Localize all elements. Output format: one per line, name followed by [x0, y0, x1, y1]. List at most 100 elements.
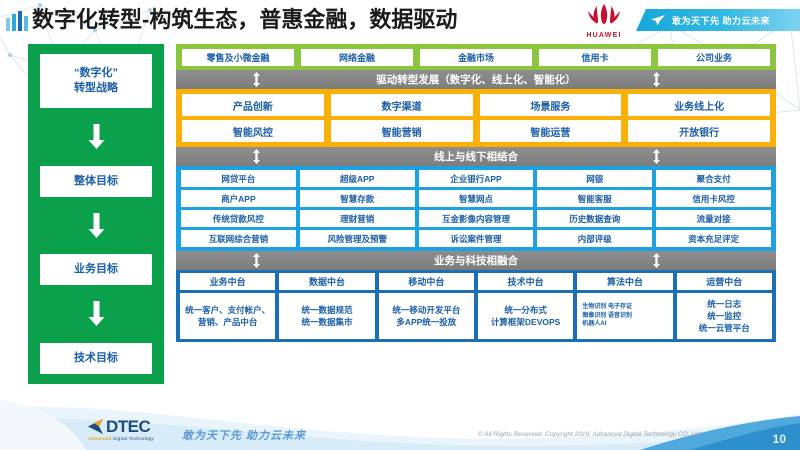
app-smart-deposit[interactable]: 智慧存款 [299, 190, 415, 207]
goal-box-business[interactable]: 业务目标 [40, 254, 152, 286]
app-merchant-app[interactable]: 商户APP [181, 190, 296, 207]
slide-footer: DTEC Advanced Digital Technology 敢为天下先 助… [0, 400, 800, 450]
section-bar-business-tech-fusion: 业务与科技相融合 [176, 251, 776, 270]
platform-title: 算法中台 [577, 273, 673, 290]
app-aggregate-pay[interactable]: 聚合支付 [656, 170, 771, 187]
platform-title: 业务中台 [180, 273, 276, 290]
app-capital-adequacy[interactable]: 资本充足评定 [656, 230, 771, 247]
app-row: 传统贷款风控 理财营销 互金影像内容管理 历史数据查询 流量对接 [181, 210, 771, 227]
dtec-tagline: Advanced Digital Technology [88, 436, 174, 442]
goal-box-strategy[interactable]: “数字化” 转型战略 [40, 54, 152, 108]
dtec-logo: DTEC Advanced Digital Technology [88, 418, 174, 444]
app-internal-rating[interactable]: 内部评级 [537, 230, 653, 247]
double-arrow-vertical-icon [652, 72, 661, 90]
section-bar-drive-transformation: 驱动转型发展（数字化、线上化、智能化） [176, 70, 776, 89]
double-arrow-vertical-icon [652, 253, 661, 271]
platform-detail: 统一客户、支付帐户、营销、产品中台 [180, 293, 276, 339]
dtec-tagline-rest: Digital Technology [111, 436, 154, 441]
middle-platform-operation[interactable]: 运营中台 统一日志 统一监控 统一云管平台 [676, 273, 772, 339]
platform-title: 技术中台 [477, 273, 574, 290]
app-row: 商户APP 智慧存款 智慧网点 智能客服 信用卡风控 [181, 190, 771, 207]
app-smart-branch[interactable]: 智慧网点 [418, 190, 534, 207]
goal-box-overall[interactable]: 整体目标 [40, 165, 152, 197]
dtec-name: DTEC [106, 417, 151, 436]
capability-scenario-service[interactable]: 场景服务 [479, 94, 622, 116]
app-online-lending[interactable]: 网贷平台 [181, 170, 296, 187]
platform-detail: 统一数据规范 统一数据集市 [279, 293, 375, 339]
business-line-market[interactable]: 金融市场 [420, 48, 532, 66]
middle-platform-mobile[interactable]: 移动中台 统一移动开发平台 多APP统一投放 [378, 273, 474, 339]
platform-detail: 统一移动开发平台 多APP统一投放 [378, 293, 474, 339]
business-line-internet[interactable]: 网络金融 [301, 48, 413, 66]
platform-title: 运营中台 [676, 273, 772, 290]
platform-title: 数据中台 [279, 273, 375, 290]
platform-detail: 统一分布式 计算框架DEVOPS [477, 293, 574, 339]
down-arrow-icon [88, 285, 105, 343]
app-litigation-case[interactable]: 诉讼案件管理 [418, 230, 534, 247]
app-traditional-loan-risk[interactable]: 传统贷款风控 [181, 210, 296, 227]
double-arrow-vertical-icon [252, 253, 261, 271]
section-title-business-tech-fusion: 业务与科技相融合 [434, 255, 518, 267]
business-line-retail[interactable]: 零售及小微金融 [182, 48, 294, 66]
business-lines-band: 零售及小微金融 网络金融 金融市场 信用卡 公司业务 [176, 44, 776, 70]
transformation-capabilities-block: 产品创新 数字渠道 场景服务 业务线上化 智能风控 智能营销 智能运营 开放银行 [176, 89, 776, 147]
app-internet-marketing[interactable]: 互联网综合营销 [181, 230, 296, 247]
huawei-wordmark: HUAWEI [586, 32, 622, 39]
section-bar-online-offline: 线上与线下相结合 [176, 147, 776, 166]
app-online-bank[interactable]: 网银 [537, 170, 653, 187]
capability-open-banking[interactable]: 开放银行 [628, 120, 770, 142]
business-line-creditcard[interactable]: 信用卡 [539, 48, 651, 66]
section-title-online-offline: 线上与线下相结合 [434, 151, 518, 163]
capability-row: 产品创新 数字渠道 场景服务 业务线上化 [182, 94, 770, 116]
goal-box-technology[interactable]: 技术目标 [40, 343, 152, 375]
double-arrow-vertical-icon [252, 72, 261, 90]
content-column: 零售及小微金融 网络金融 金融市场 信用卡 公司业务 驱动转型发展（数字化、线上… [176, 44, 776, 384]
capability-smart-operation[interactable]: 智能运营 [479, 120, 622, 142]
middle-platform-algorithm[interactable]: 算法中台 生物识别 电子存证 图像识别 语音识别 机器人AI [577, 273, 673, 339]
down-arrow-icon [88, 197, 105, 255]
middle-platform-business[interactable]: 业务中台 统一客户、支付帐户、营销、产品中台 [180, 273, 276, 339]
app-creditcard-risk[interactable]: 信用卡风控 [656, 190, 771, 207]
bar-chart-icon [6, 11, 28, 31]
strategy-goal-column: “数字化” 转型战略 整体目标 业务目标 技术目标 [28, 44, 164, 384]
slide-header: 数字化转型-构筑生态，普惠金融，数据驱动 HUAWEI 敢为天下先 助力云未来 [0, 0, 800, 42]
copyright-text: © All Rights Reserved. Copyright 2019, A… [478, 431, 701, 438]
middle-platform-block: 业务中台 统一客户、支付帐户、营销、产品中台 数据中台 统一数据规范 统一数据集… [176, 270, 776, 342]
capability-smart-risk[interactable]: 智能风控 [182, 120, 324, 142]
middle-platform-technology[interactable]: 技术中台 统一分布式 计算框架DEVOPS [477, 273, 574, 339]
double-arrow-vertical-icon [652, 149, 661, 167]
paper-plane-icon [651, 15, 665, 26]
platform-title: 移动中台 [378, 273, 474, 290]
app-smart-service[interactable]: 智能客服 [537, 190, 653, 207]
dtec-triangle-icon [88, 419, 103, 434]
app-image-content-mgmt[interactable]: 互金影像内容管理 [418, 210, 534, 227]
down-arrow-icon [88, 108, 105, 166]
app-history-data-query[interactable]: 历史数据查询 [537, 210, 653, 227]
app-risk-mgmt-warning[interactable]: 风险管理及预警 [299, 230, 415, 247]
capability-row: 智能风控 智能营销 智能运营 开放银行 [182, 120, 770, 142]
huawei-flower-icon [588, 4, 620, 24]
middle-platform-data[interactable]: 数据中台 统一数据规范 统一数据集市 [279, 273, 375, 339]
dtec-tagline-bold: Advanced [88, 436, 112, 441]
app-wealth-marketing[interactable]: 理财营销 [299, 210, 415, 227]
huawei-slogan-text: 敢为天下先 助力云未来 [672, 15, 771, 26]
page-number: 10 [772, 432, 786, 446]
app-traffic-docking[interactable]: 流量对接 [656, 210, 771, 227]
footer-swoosh-decoration [0, 400, 800, 450]
section-title-drive-transformation: 驱动转型发展（数字化、线上化、智能化） [376, 74, 576, 86]
double-arrow-vertical-icon [252, 149, 261, 167]
online-offline-apps-block: 网贷平台 超级APP 企业银行APP 网银 聚合支付 商户APP 智慧存款 智慧… [176, 166, 776, 251]
platform-detail: 统一日志 统一监控 统一云管平台 [676, 293, 772, 339]
business-line-corporate[interactable]: 公司业务 [658, 48, 770, 66]
footer-slogan: 敢为天下先 助力云未来 [182, 430, 307, 442]
capability-smart-marketing[interactable]: 智能营销 [330, 120, 473, 142]
app-super-app[interactable]: 超级APP [299, 170, 415, 187]
app-corporate-bank[interactable]: 企业银行APP [418, 170, 534, 187]
capability-business-online[interactable]: 业务线上化 [628, 94, 770, 116]
dtec-wordmark: DTEC [88, 418, 174, 435]
app-row: 网贷平台 超级APP 企业银行APP 网银 聚合支付 [181, 170, 771, 187]
capability-product-innovation[interactable]: 产品创新 [182, 94, 324, 116]
huawei-logo: HUAWEI [576, 2, 632, 40]
capability-digital-channel[interactable]: 数字渠道 [330, 94, 473, 116]
